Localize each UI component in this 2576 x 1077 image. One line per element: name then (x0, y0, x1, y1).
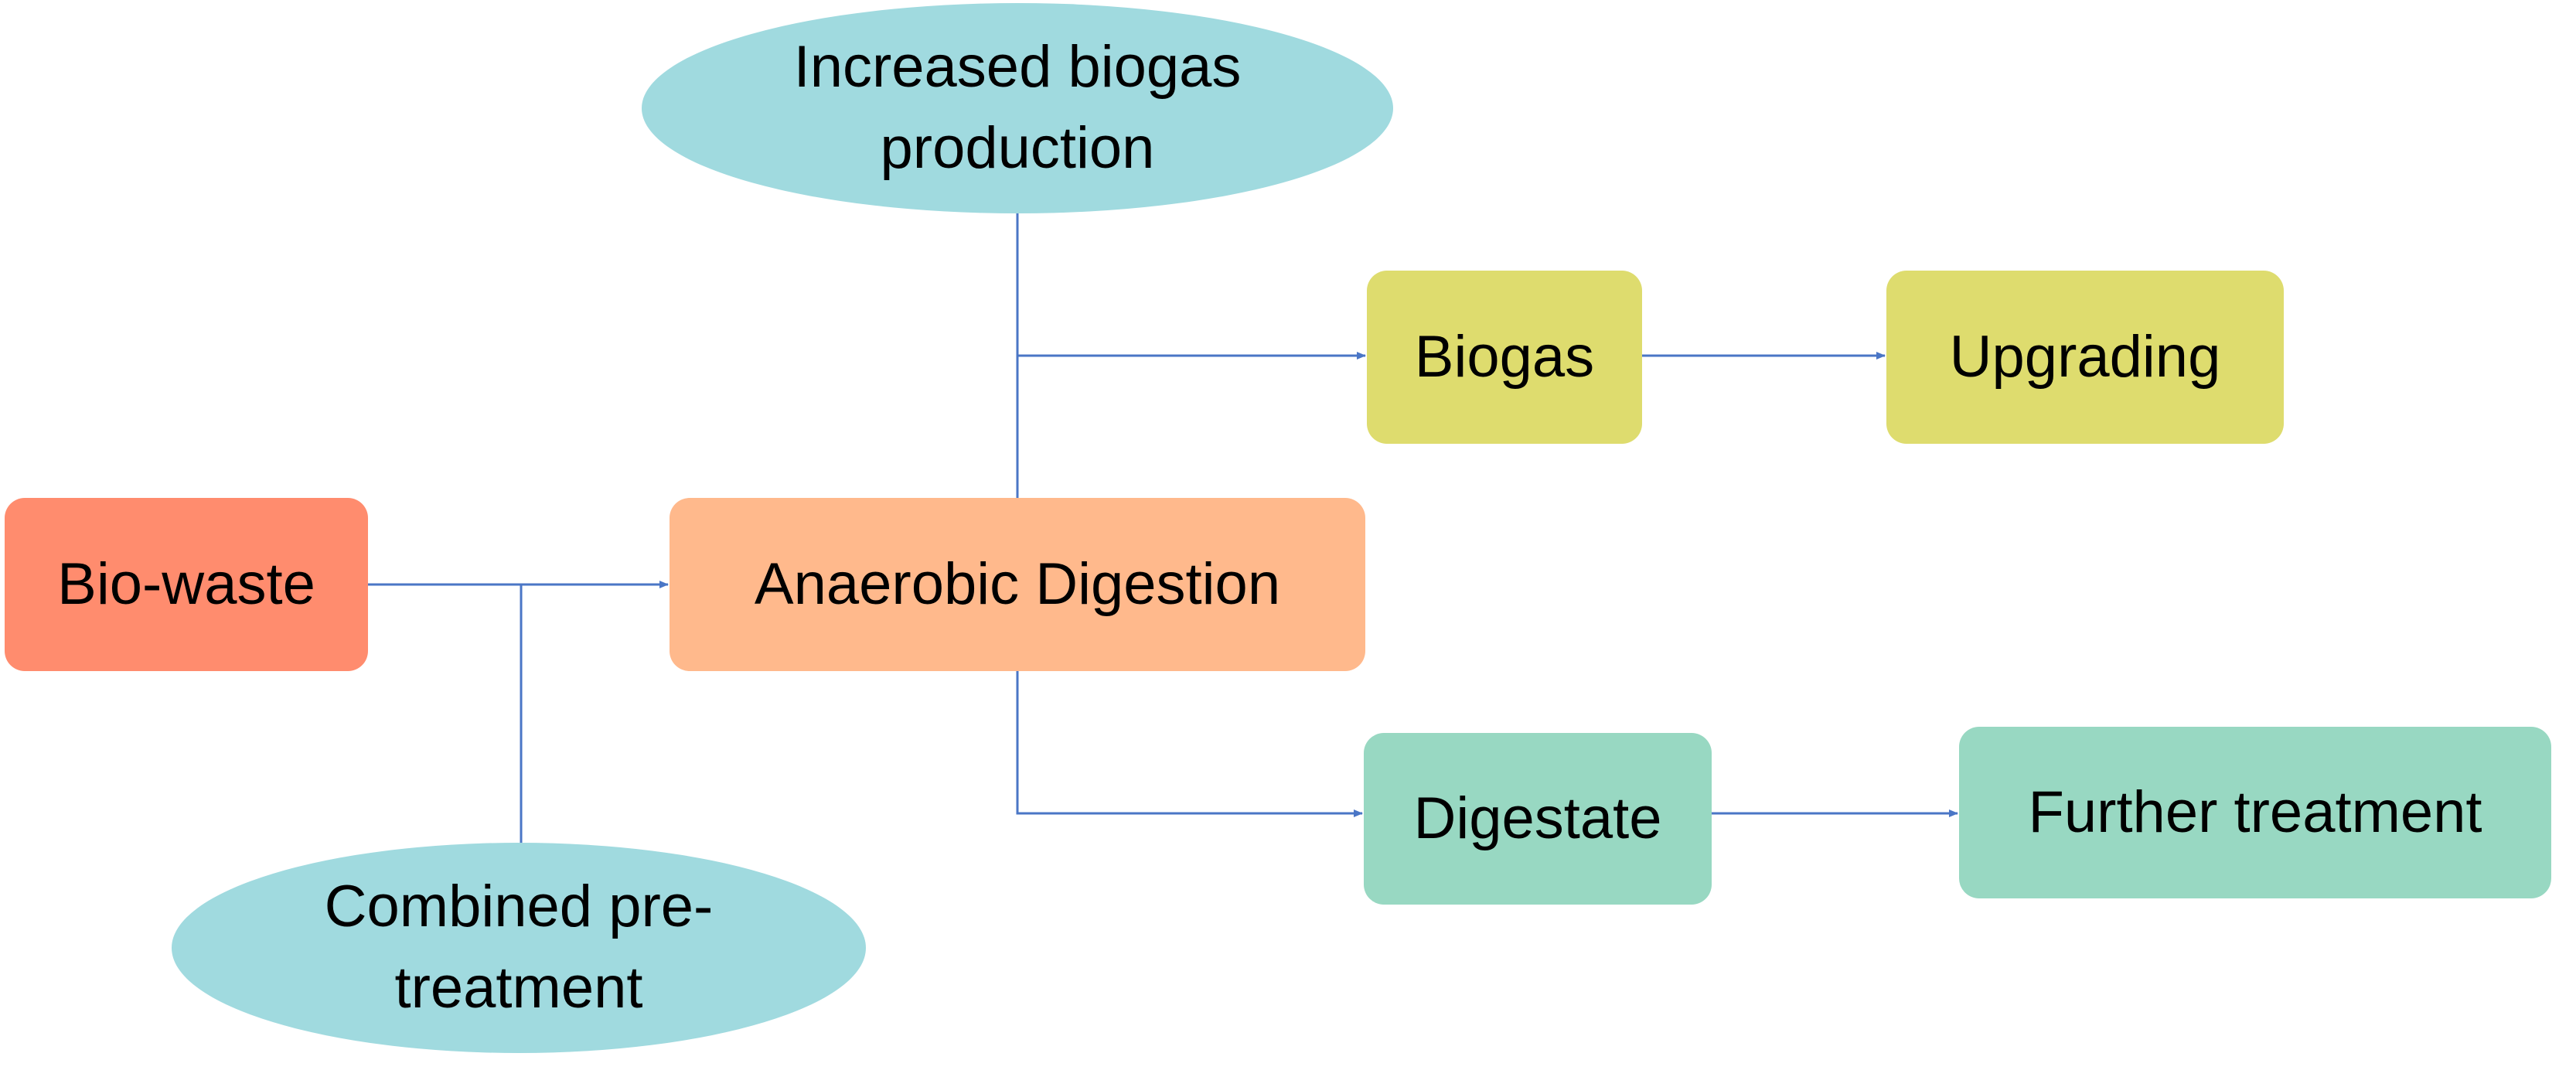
bio-waste-label: Bio-waste (57, 550, 315, 617)
further-treatment-label: Further treatment (2028, 779, 2482, 845)
digestate-label: Digestate (1413, 785, 1662, 851)
combined-pre-treatment-label: Combined pre-treatment (324, 874, 714, 1021)
bio-waste-node: Bio-waste (5, 498, 368, 671)
further-treatment-node: Further treatment (1959, 727, 2551, 898)
anaerobic-digestion-node: Anaerobic Digestion (670, 498, 1365, 671)
increased-biogas-production-node: Increased biogas production (642, 3, 1393, 213)
combined-pre-treatment-node: Combined pre-treatment (172, 843, 866, 1053)
anaerobic-digestion-label: Anaerobic Digestion (754, 550, 1281, 617)
upgrading-node: Upgrading (1886, 271, 2284, 444)
digestate-node: Digestate (1364, 733, 1712, 905)
increased-biogas-production-label: Increased biogas production (793, 34, 1242, 181)
biogas-label: Biogas (1414, 323, 1595, 390)
upgrading-label: Upgrading (1949, 323, 2221, 390)
biogas-node: Biogas (1367, 271, 1642, 444)
arrow-anaerobic-to-digestate (1016, 671, 1363, 817)
